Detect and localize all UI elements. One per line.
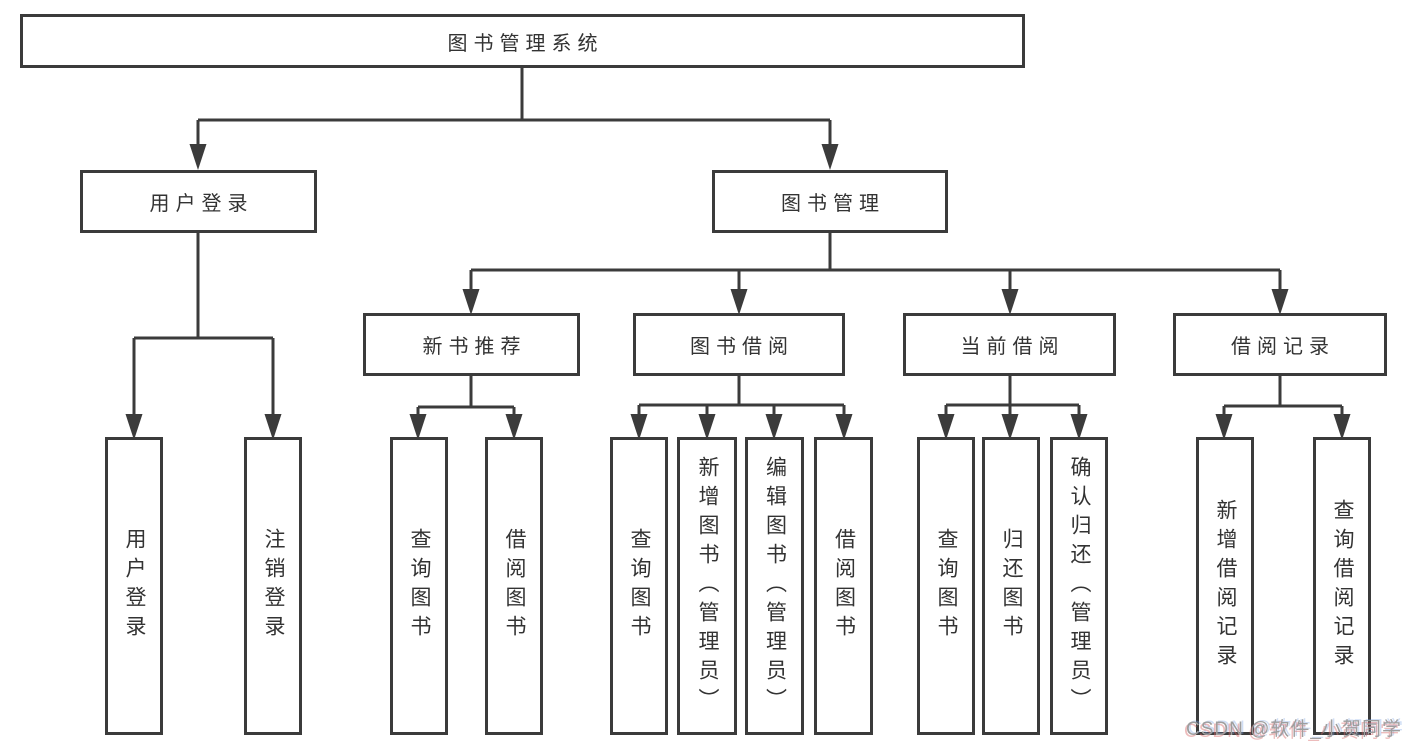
node-new-book-recommend-label: 新书推荐 xyxy=(422,336,527,358)
leaf-borrow-books-label: 借阅图书 xyxy=(832,528,856,644)
leaf-user-login-label: 用户登录 xyxy=(123,528,146,644)
node-book-borrow: 图书借阅 xyxy=(633,313,845,376)
leaf-add-borrow-record: 新增借阅记录 xyxy=(1196,437,1254,735)
arrowheads xyxy=(125,144,1351,440)
leaf-add-books-admin-label: 新增图书（管理员） xyxy=(696,455,719,717)
leaf-query-borrow-record: 查询借阅记录 xyxy=(1313,437,1371,735)
node-book-management-label: 图书管理 xyxy=(781,193,885,215)
leaf-return-books: 归还图书 xyxy=(982,437,1040,735)
node-book-borrow-label: 图书借阅 xyxy=(690,336,794,358)
leaf-current-query-books-label: 查询图书 xyxy=(935,528,958,644)
leaf-logout-label: 注销登录 xyxy=(262,528,285,644)
leaf-return-books-label: 归还图书 xyxy=(1000,528,1023,644)
leaf-borrow-books: 借阅图书 xyxy=(814,437,873,735)
node-root-label: 图书管理系统 xyxy=(447,32,604,55)
leaf-newbook-borrow-books-label: 借阅图书 xyxy=(503,528,526,644)
node-current-borrow: 当前借阅 xyxy=(903,313,1116,376)
leaf-query-borrow-record-label: 查询借阅记录 xyxy=(1331,499,1354,673)
leaf-confirm-return-admin-label: 确认归还（管理员） xyxy=(1068,455,1091,717)
leaf-borrow-query-books: 查询图书 xyxy=(610,437,668,735)
node-current-borrow-label: 当前借阅 xyxy=(960,336,1065,358)
node-borrow-records: 借阅记录 xyxy=(1173,313,1387,376)
node-user-login-label: 用户登录 xyxy=(149,193,254,215)
leaf-newbook-borrow-books: 借阅图书 xyxy=(485,437,543,735)
leaf-logout: 注销登录 xyxy=(244,437,302,735)
node-root: 图书管理系统 xyxy=(20,14,1025,68)
node-borrow-records-label: 借阅记录 xyxy=(1231,336,1335,358)
leaf-add-books-admin: 新增图书（管理员） xyxy=(677,437,737,735)
leaf-add-borrow-record-label: 新增借阅记录 xyxy=(1214,499,1237,673)
leaf-newbook-query-books: 查询图书 xyxy=(390,437,448,735)
leaf-current-query-books: 查询图书 xyxy=(917,437,975,735)
leaf-confirm-return-admin: 确认归还（管理员） xyxy=(1050,437,1108,735)
csdn-watermark: CSDN @软件_小贺同学 xyxy=(1186,719,1402,740)
leaf-edit-books-admin-label: 编辑图书（管理员） xyxy=(763,455,787,717)
leaf-user-login: 用户登录 xyxy=(105,437,163,735)
node-user-login: 用户登录 xyxy=(80,170,317,233)
leaf-borrow-query-books-label: 查询图书 xyxy=(628,528,651,644)
node-new-book-recommend: 新书推荐 xyxy=(363,313,580,376)
node-book-management: 图书管理 xyxy=(712,170,948,233)
leaf-edit-books-admin: 编辑图书（管理员） xyxy=(745,437,804,735)
leaf-newbook-query-books-label: 查询图书 xyxy=(408,528,431,644)
